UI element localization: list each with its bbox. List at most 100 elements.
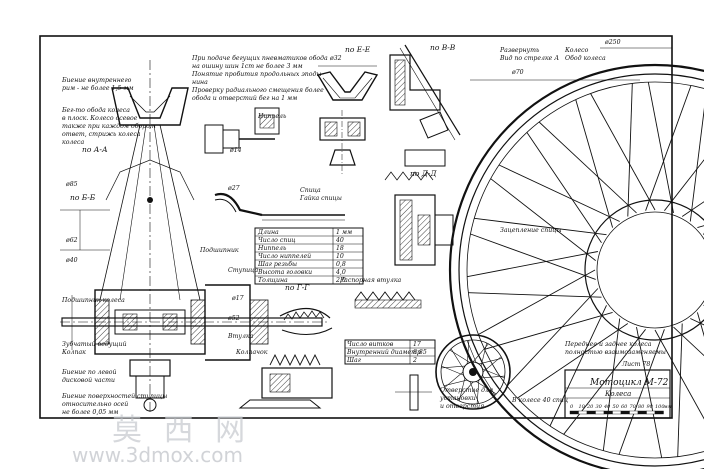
scale-bar-number: 0 (570, 404, 574, 410)
wheel-spoke (673, 326, 704, 357)
wheel-spoke (470, 233, 596, 280)
spoke-table-r3-value: 10 (336, 253, 344, 260)
wheel-spoke (478, 269, 596, 335)
label-spoke-nut: Гайка спицы (299, 195, 342, 202)
scale-bar-segment (620, 410, 630, 415)
wheel-spoke (618, 329, 665, 455)
scale-bar-number: 40 (603, 404, 611, 410)
lower-table-r1-label: Внутренний диаметр (346, 349, 421, 356)
watermark-chars: 莫 西 网 (112, 413, 251, 448)
spoke-table-r4-label: Шаг резьбы (257, 261, 297, 268)
note-left-top-0: Биение внутреннего (61, 77, 132, 84)
spoke-table-r0-value: 1 мм (336, 229, 352, 236)
wheel-spoke (602, 318, 621, 451)
wheel-spoke (681, 201, 704, 217)
label-nipple: Ниппель (257, 113, 287, 120)
note-left-upper-4: колеса (62, 139, 84, 146)
note-left-bottom-1: относительно осей (62, 401, 128, 408)
spokes-note: В колесе 40 спиц (511, 397, 568, 404)
note-left-upper-2: также при каждом оборот (62, 123, 156, 130)
small-wheel-spoke (466, 340, 477, 363)
note-top-2: Понятие пробития продольных эподы- (191, 71, 324, 78)
lower-center-details: Число витков 17 Внутренний диаметр 8,85 … (238, 291, 436, 411)
wheel-spoke (654, 329, 704, 420)
wheel-spoke (627, 83, 633, 217)
center-labels: Ниппель Спица Гайка спицы Подшипник Ступ… (199, 113, 402, 356)
section-label-5: по Д-Д (410, 169, 437, 178)
sheet-frame (39, 35, 673, 419)
wheel-spoke (517, 323, 629, 399)
title-model: Мотоцикл М-72 (589, 378, 669, 388)
spoke-table-r6-label: Толщина (258, 277, 288, 284)
spoke-table-r0-label: Длина (257, 229, 279, 236)
lower-table-r2-value: 2 (412, 357, 417, 364)
scale-bar-segment (629, 410, 639, 415)
section-label-4: по Е-Е (345, 45, 371, 54)
note-left-upper-1: в плоск. Колесо осевое (62, 115, 138, 122)
note-right-0: Развернуть (499, 47, 540, 54)
note-left-bottom-0: Биение поверхностей ступицы (61, 393, 167, 400)
wheel-spoke (467, 251, 598, 278)
small-wheel-spoke (478, 358, 502, 365)
wheel-spoke (468, 292, 602, 298)
small-wheel-spoke (441, 365, 465, 369)
spoke-table-r5-label: Высота головки (257, 269, 312, 276)
spoke-table-r3-label: Число ниппелей (258, 253, 311, 260)
spoke-table-r5-value: 4,0 (335, 269, 346, 276)
note-right-3: Обод колеса (565, 55, 606, 62)
wheel-spoke (526, 132, 602, 244)
spoke-table-r6-value: 2,0 (335, 277, 346, 284)
dim-3: ø62 (65, 237, 78, 244)
label-cap: Колпачок (235, 349, 268, 356)
wheel-caption-0: Переднее и заднее колеса (564, 341, 652, 348)
dim-4: ø40 (65, 257, 78, 264)
small-wheel-spoke (482, 368, 505, 379)
dim-9: ø52 (227, 315, 240, 322)
wheel-spoke (689, 107, 704, 222)
section-label-1: по Б-Б (70, 193, 96, 202)
wheel-spoke (645, 85, 692, 211)
scale-bar-segment (603, 410, 613, 415)
dim-7: ø27 (227, 185, 240, 192)
hub-section (60, 60, 330, 415)
scale-bar-number: 50 (613, 404, 620, 410)
bottom-note-1: установки (439, 395, 476, 402)
section-label-3: по Г-Г (285, 283, 310, 292)
lower-table-r0-label: Число витков (347, 341, 394, 348)
wheel-spoke (484, 311, 613, 350)
note-top-0: При подаче бегущих пневматиков обода (191, 55, 328, 62)
scale-bar-number: 100 (655, 404, 665, 410)
wheel-spoke (590, 93, 656, 211)
wheel-spoke (498, 164, 620, 222)
note-top-1: на ошину шин 1ст не более 3 мм (192, 63, 303, 70)
note-top-4: Проверку радиального смещения более (191, 87, 324, 94)
wheel-spoke (664, 159, 704, 211)
label-spoke: Спица (300, 187, 321, 194)
label-bushing: Втулка (227, 333, 254, 340)
dimension-labels: ø70 ø250 ø85 ø62 ø40 ø14 ø32 ø27 ø17 ø52 (65, 39, 621, 322)
dim-5: ø14 (229, 147, 242, 154)
wheel-spoke (575, 99, 614, 228)
label-bearing: Подшипник (199, 247, 239, 254)
note-top-5: обода и отверстий бег на 1 мм (192, 95, 297, 102)
scale-bar-number: мм (664, 404, 672, 410)
wheel-spoke (697, 225, 704, 229)
scale-bar-segment (637, 410, 647, 415)
left-notes: Биение внутреннего рим - не более 1,5 мм… (61, 77, 167, 416)
small-wheel-spoke (459, 377, 466, 401)
spoke-table-r2-value: 18 (336, 245, 344, 252)
rim-profiles (316, 44, 461, 266)
wheel-view (448, 47, 704, 469)
dim-6: ø32 (329, 55, 342, 62)
note-right-1: Вид по стрелке А (499, 55, 559, 62)
lower-table-r1-value: 8,85 (413, 349, 427, 356)
note-right-2: Колесо (564, 47, 589, 54)
label-spacer: Распорная втулка (339, 277, 402, 284)
watermark-url: www.3dmox.com (72, 443, 243, 467)
scale-bar-segment (654, 410, 664, 415)
title-part: Колеса (604, 390, 631, 398)
spoke-table-r2-label: Ниппель (257, 245, 287, 252)
